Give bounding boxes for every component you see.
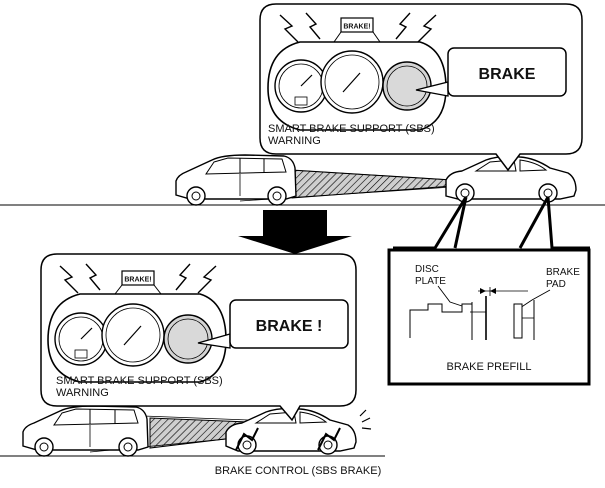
top-cluster-badge — [340, 17, 374, 33]
disc-plate-label-line1: DISC — [415, 264, 439, 275]
bottom-cluster-badge — [121, 270, 155, 286]
top-caption-line2: WARNING — [268, 135, 321, 147]
top-callout-text: BRAKE — [479, 66, 536, 83]
top-caption-line1: SMART BRAKE SUPPORT (SBS) — [268, 123, 435, 135]
leading-car — [22, 405, 149, 457]
brake-prefill-detail: DISC PLATE BRAKE PAD BRAKE PREFILL — [387, 196, 591, 386]
own-car — [225, 407, 372, 455]
brake-pad-label-line2: PAD — [546, 279, 566, 290]
top-instrument-cluster: BRAKE! — [267, 17, 447, 131]
bottom-cluster-badge-text: BRAKE! — [124, 277, 151, 284]
brake-pad-label-line1: BRAKE — [546, 267, 580, 278]
bottom-caption-line1: SMART BRAKE SUPPORT (SBS) — [56, 375, 223, 387]
bottom-warning-bolts — [59, 263, 217, 294]
disc-plate-label-line2: PLATE — [415, 276, 446, 287]
disc-pad-section — [409, 287, 535, 340]
bottom-instrument-cluster: BRAKE! — [47, 270, 227, 383]
prefill-box — [387, 248, 591, 386]
top-warning-bolts — [279, 12, 437, 43]
top-cluster-badge-text: BRAKE! — [343, 24, 370, 31]
bottom-callout: BRAKE ! — [197, 299, 349, 349]
top-callout: BRAKE — [415, 47, 567, 97]
own-car — [445, 155, 577, 203]
bottom-caption-line2: WARNING — [56, 387, 109, 399]
bottom-callout-text: BRAKE ! — [256, 318, 323, 335]
brake-prefill-caption: BRAKE PREFILL — [447, 361, 532, 373]
radar-beam — [291, 169, 453, 199]
leading-car — [175, 154, 297, 206]
footer-caption: BRAKE CONTROL (SBS BRAKE) — [215, 465, 381, 477]
bottom-scene: BRAKE! BRAKE ! SMART BRAKE SUPPORT (SBS)… — [0, 253, 385, 477]
top-scene: BRAKE! BRAKE SMART BRAKE SUPPORT (SBS) W… — [0, 3, 605, 206]
transition-arrow — [238, 210, 352, 254]
